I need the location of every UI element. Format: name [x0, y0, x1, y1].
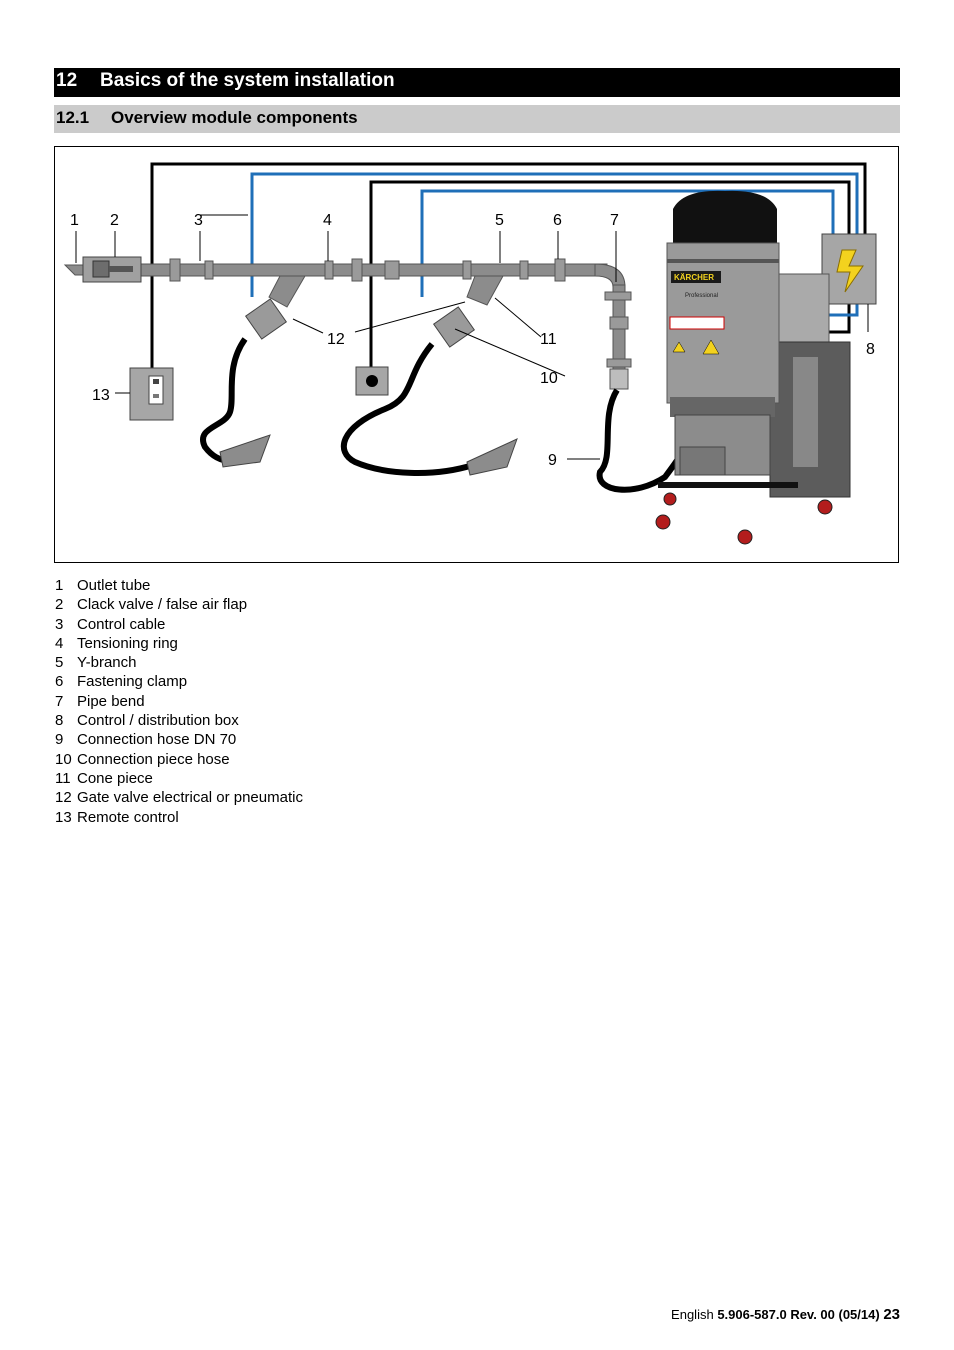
legend-number: 13: [55, 808, 72, 826]
legend-number: 1: [55, 577, 64, 594]
legend-text: Remote control: [77, 808, 179, 826]
legend-text: Control / distribution box: [77, 712, 239, 730]
callout-12: 12: [327, 331, 345, 348]
callout-11: 11: [540, 331, 557, 348]
section-title: Basics of the system installation: [100, 70, 395, 91]
legend-item: 13 Remote control: [55, 808, 303, 827]
clack-valve: [82, 256, 142, 283]
legend-text: Fastening clamp: [77, 673, 188, 691]
callout-10: 10: [540, 370, 558, 387]
section-heading: 12 Basics of the system installation: [54, 68, 900, 97]
legend-text: Connection piece hose: [77, 750, 230, 768]
legend-item: 6 Fastening clamp: [55, 672, 303, 691]
callout-9: 9: [548, 452, 557, 469]
legend-item: 7 Pipe bend: [55, 692, 303, 711]
page-number: 23: [883, 1306, 900, 1323]
subsection-heading: 12.1 Overview module components: [54, 105, 900, 133]
legend-item: 11 Cone piece: [55, 769, 303, 788]
legend-item: 3 Control cable: [55, 615, 303, 634]
legend-number: 4: [55, 634, 64, 652]
suction-hoses: [200, 337, 717, 493]
subsection-title: Overview module components: [111, 108, 358, 127]
footer-language: English: [671, 1307, 714, 1322]
callout-8: 8: [866, 341, 875, 358]
legend-text: Tensioning ring: [77, 634, 178, 652]
model-line: Professional: [685, 293, 718, 299]
industrial-vacuum: KÄRCHER Professional: [655, 190, 851, 545]
legend-number: 9: [55, 731, 64, 749]
callout-3: 3: [194, 212, 203, 229]
legend-text: Cone piece: [77, 769, 153, 787]
callout-leaders: [75, 214, 869, 460]
legend-number: 2: [55, 596, 64, 614]
blue-cable-lines: [250, 172, 859, 317]
legend-item: 10 Connection piece hose: [55, 750, 303, 769]
legend-item: 1 Outlet tube: [55, 576, 303, 595]
callout-1: 1: [70, 212, 79, 229]
legend-text: Connection hose DN 70: [77, 731, 237, 749]
page-footer: English 5.906-587.0 Rev. 00 (05/14) 23: [671, 1306, 900, 1323]
legend-item: 5 Y-branch: [55, 653, 303, 672]
legend-text: Outlet tube: [77, 577, 151, 594]
legend-number: 10: [55, 750, 72, 768]
footer-doc-ref: 5.906-587.0 Rev. 00 (05/14): [717, 1307, 880, 1322]
legend-item: 8 Control / distribution box: [55, 711, 303, 730]
remote-control-box: [129, 367, 174, 421]
callout-numbers: 1 2 3 4 5 6 7 8 9 10 11 12 13: [70, 212, 875, 469]
subsection-number: 12.1: [56, 108, 90, 127]
legend-text: Pipe bend: [77, 692, 145, 710]
installation-diagram: KÄRCHER Professional: [63, 162, 877, 545]
legend-text: Clack valve / false air flap: [77, 596, 248, 614]
legend-item: 12 Gate valve electrical or pneumatic: [55, 788, 303, 807]
callout-7: 7: [610, 212, 619, 229]
system-installation-figure: KÄRCHER Professional: [54, 146, 899, 563]
legend-text: Y-branch: [77, 654, 137, 672]
legend-item: 2 Clack valve / false air flap: [55, 595, 303, 614]
gate-valve-control: [355, 366, 389, 396]
floor-nozzles: [219, 434, 518, 476]
legend-number: 6: [55, 673, 64, 691]
legend-text: Gate valve electrical or pneumatic: [77, 789, 303, 807]
legend-number: 3: [55, 615, 64, 633]
legend-number: 12: [55, 789, 72, 807]
legend-item: 4 Tensioning ring: [55, 634, 303, 653]
brand-logo: KÄRCHER: [674, 273, 714, 282]
callout-4: 4: [323, 212, 332, 229]
legend-number: 7: [55, 692, 64, 710]
legend-number: 8: [55, 712, 64, 730]
y-branch-right: [432, 275, 504, 348]
y-branch-left: [244, 275, 306, 340]
callout-5: 5: [495, 212, 504, 229]
legend-text: Control cable: [77, 615, 166, 633]
legend-item: 9 Connection hose DN 70: [55, 730, 303, 749]
callout-2: 2: [110, 212, 119, 229]
legend-number: 5: [55, 654, 64, 672]
section-number: 12: [56, 70, 78, 91]
legend-number: 11: [55, 769, 71, 787]
callout-6: 6: [553, 212, 562, 229]
component-legend: 1 Outlet tube 2 Clack valve / false air fl…: [55, 576, 303, 827]
distribution-box: [821, 233, 877, 305]
callout-13: 13: [92, 387, 110, 404]
